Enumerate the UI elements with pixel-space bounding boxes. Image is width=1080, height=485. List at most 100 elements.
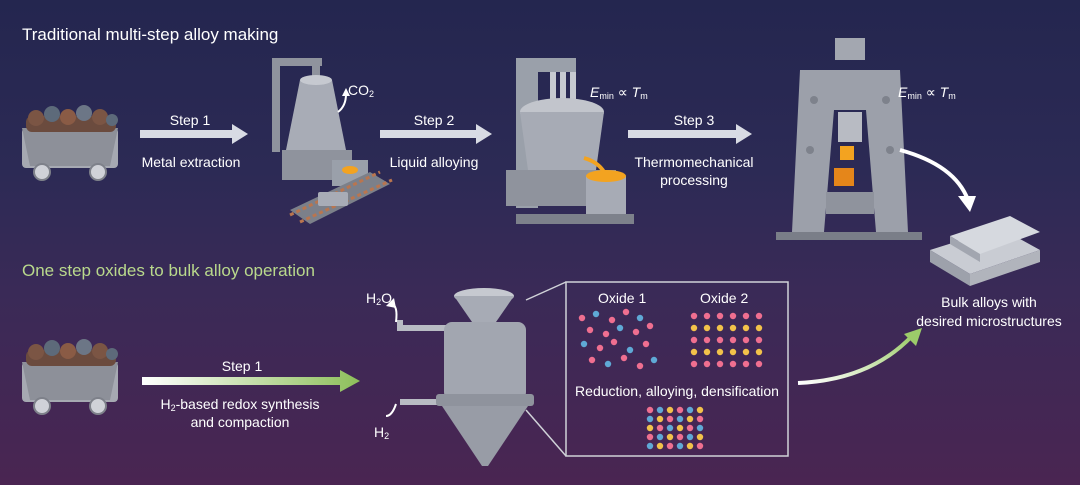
alloy-atom xyxy=(666,442,674,450)
h2o-label: H2O xyxy=(366,290,393,307)
alloy-atom xyxy=(656,424,664,432)
alloy-atom xyxy=(646,424,654,432)
oxide2-atom xyxy=(755,312,763,320)
alloy-atom xyxy=(666,424,674,432)
oxide2-atom xyxy=(742,348,750,356)
oxide1-atom xyxy=(588,356,596,364)
oxide2-atom xyxy=(755,348,763,356)
microstructure-panel xyxy=(565,281,789,457)
h2-label: H2 xyxy=(374,424,390,441)
oxide1-atom xyxy=(622,308,630,316)
alloy-atom xyxy=(656,442,664,450)
oxide2-atom xyxy=(742,336,750,344)
oxide2-atom xyxy=(703,336,711,344)
alloy-atom xyxy=(656,433,664,441)
oxide2-atom xyxy=(716,360,724,368)
alloy-atom xyxy=(696,433,704,441)
oxide2-atom xyxy=(716,336,724,344)
alloy-atom xyxy=(696,406,704,414)
alloy-atom xyxy=(686,433,694,441)
oxide2-atom xyxy=(703,324,711,332)
oxide2-atom xyxy=(729,360,737,368)
oxide2-atom xyxy=(755,324,763,332)
to-bulk-alloy-arrow xyxy=(899,148,970,201)
ore-minecart-icon xyxy=(21,104,119,181)
alloy-atom xyxy=(696,415,704,423)
oxide2-atom xyxy=(742,360,750,368)
oxide2-atom xyxy=(703,348,711,356)
alloy-atom xyxy=(646,406,654,414)
oxide1-atom xyxy=(626,346,634,354)
alloy-atom xyxy=(646,433,654,441)
traditional-heading: Traditional multi-step alloy making xyxy=(22,25,279,44)
oxide2-atom xyxy=(690,312,698,320)
oxide1-atom xyxy=(608,316,616,324)
oxide2-atom xyxy=(729,348,737,356)
energy-label-forging: Emin ∝ Tm xyxy=(898,84,956,101)
oxide1-atom xyxy=(610,338,618,346)
oxide2-atoms xyxy=(690,312,763,368)
step1-desc: Metal extraction xyxy=(141,154,241,170)
oxide1-atom xyxy=(602,330,610,338)
oxide1-atom xyxy=(650,356,658,364)
one-step-arrow xyxy=(142,370,360,392)
alloy-atom xyxy=(646,442,654,450)
step3-desc-line1: Thermomechanical xyxy=(634,154,754,170)
oxide1-atom xyxy=(578,314,586,322)
oxide2-atom xyxy=(755,360,763,368)
alloy-atom xyxy=(696,424,704,432)
oxide2-atom xyxy=(729,336,737,344)
alloy-atom xyxy=(676,442,684,450)
alloy-atom xyxy=(666,415,674,423)
oxide2-atom xyxy=(690,360,698,368)
oxide2-atom xyxy=(690,324,698,332)
oxide1-atom xyxy=(636,314,644,322)
alloy-atom xyxy=(686,442,694,450)
ingot-stack-icon xyxy=(930,216,1040,286)
oxide1-atom xyxy=(636,362,644,370)
alloy-atom xyxy=(666,433,674,441)
step2-arrow xyxy=(380,124,492,144)
oxide2-atom xyxy=(690,348,698,356)
liquid-alloying-furnace-icon xyxy=(506,58,634,224)
oxide2-atom xyxy=(716,348,724,356)
step2-desc: Liquid alloying xyxy=(389,154,479,170)
forging-press-icon xyxy=(776,38,922,240)
oxide1-atom xyxy=(592,310,600,318)
oxide1-atom xyxy=(642,340,650,348)
blast-furnace-icon xyxy=(272,58,393,224)
result-line2: desired microstructures xyxy=(916,313,1062,329)
oxide1-atom xyxy=(596,344,604,352)
oxide1-atom xyxy=(620,354,628,362)
ore-minecart-bottom-icon xyxy=(21,338,119,415)
alloy-atom xyxy=(646,415,654,423)
alloy-atom xyxy=(676,415,684,423)
alloy-atom xyxy=(676,406,684,414)
one-step-desc-line1: H2-based redox synthesis xyxy=(160,396,320,413)
to-bulk-alloy-green-arrow xyxy=(797,334,914,385)
alloy-atom xyxy=(696,442,704,450)
step3-label: Step 3 xyxy=(673,112,715,128)
alloy-atom xyxy=(686,424,694,432)
oxide2-atom xyxy=(703,360,711,368)
energy-label-furnace: Emin ∝ Tm xyxy=(590,84,648,101)
step2-label: Step 2 xyxy=(413,112,455,128)
step1-arrow xyxy=(140,124,248,144)
one-step-desc-line2: and compaction xyxy=(190,414,290,430)
alloy-atom xyxy=(676,433,684,441)
alloy-atom xyxy=(656,406,664,414)
alloy-atom xyxy=(686,415,694,423)
oxide2-atom xyxy=(742,312,750,320)
oxide1-atom xyxy=(616,324,624,332)
alloy-atoms xyxy=(646,406,704,450)
oxide2-atom xyxy=(729,324,737,332)
alloy-atom xyxy=(666,406,674,414)
step1-label: Step 1 xyxy=(169,112,211,128)
oxide1-label: Oxide 1 xyxy=(598,290,647,306)
oxide2-atom xyxy=(729,312,737,320)
oxide1-atom xyxy=(646,322,654,330)
co2-label: CO2 xyxy=(348,82,375,99)
oxide1-atom xyxy=(580,340,588,348)
step3-desc-line2: processing xyxy=(660,172,728,188)
